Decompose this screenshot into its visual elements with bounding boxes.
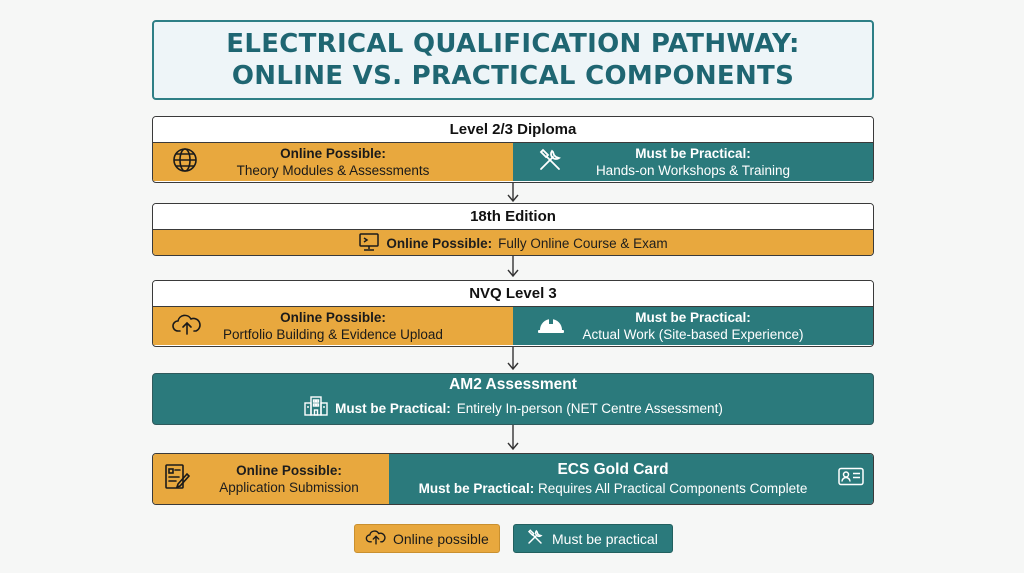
legend-online-label: Online possible (393, 530, 489, 547)
practical-panel: Must be Practical: Entirely In-person (N… (303, 395, 723, 423)
globe-icon (171, 146, 199, 178)
online-label: Online Possible: (280, 310, 386, 325)
online-panel: Online Possible: Fully Online Course & E… (153, 230, 873, 255)
practical-panel: Must be Practical: Actual Work (Site-bas… (513, 307, 873, 345)
title-line-1: ELECTRICAL QUALIFICATION PATHWAY: (226, 29, 800, 59)
cloud-upload-icon (171, 311, 203, 341)
practical-text: Actual Work (Site-based Experience) (582, 327, 804, 342)
practical-label: Must be Practical: (418, 481, 535, 496)
online-label: Online Possible: (386, 235, 493, 251)
practical-label: Must be Practical: (635, 146, 751, 161)
practical-text: Entirely In-person (NET Centre Assessmen… (456, 401, 723, 416)
practical-text: Requires All Practical Components Comple… (537, 481, 808, 496)
legend-practical-label: Must be practical (552, 530, 658, 547)
online-panel: Online Possible: Application Submission (153, 454, 389, 504)
legend-practical: Must be practical (513, 524, 673, 553)
online-text: Portfolio Building & Evidence Upload (223, 327, 443, 342)
tools-icon (524, 527, 546, 550)
tools-icon (535, 145, 565, 179)
stage-18th-edition: 18th Edition Online Possible: Fully Onli… (152, 203, 874, 256)
stage-am2: AM2 Assessment Must be Practical: Entire… (152, 373, 874, 425)
stage-title: 18th Edition (153, 204, 873, 230)
title-line-2: ONLINE VS. PRACTICAL COMPONENTS (231, 61, 795, 91)
down-arrow (507, 256, 519, 278)
online-panel: Online Possible: Portfolio Building & Ev… (153, 307, 513, 345)
down-arrow (507, 183, 519, 203)
stage-title: NVQ Level 3 (153, 281, 873, 307)
online-text: Theory Modules & Assessments (236, 163, 430, 178)
id-card-icon (837, 466, 865, 493)
practical-panel: ECS Gold Card Must be Practical: Require… (389, 454, 873, 504)
practical-text: Hands-on Workshops & Training (595, 163, 791, 178)
online-text: Fully Online Course & Exam (498, 235, 668, 251)
online-label: Online Possible: (236, 463, 342, 478)
practical-line: Must be Practical: Requires All Practica… (419, 480, 808, 498)
online-panel: Online Possible: Theory Modules & Assess… (153, 143, 513, 181)
legend-online: Online possible (354, 524, 500, 553)
building-icon (303, 395, 329, 423)
stage-diploma: Level 2/3 Diploma Online Possible: Theor… (152, 116, 874, 183)
stage-title: ECS Gold Card (557, 461, 669, 478)
online-text: Application Submission (219, 480, 359, 495)
form-icon (163, 462, 191, 496)
computer-icon (358, 232, 380, 255)
hard-hat-icon (535, 311, 567, 341)
cloud-upload-icon (365, 528, 387, 549)
down-arrow (507, 425, 519, 451)
stage-nvq: NVQ Level 3 Online Possible: Portfolio B… (152, 280, 874, 347)
title-box: ELECTRICAL QUALIFICATION PATHWAY: ONLINE… (152, 20, 874, 100)
practical-panel: Must be Practical: Hands-on Workshops & … (513, 143, 873, 181)
practical-label: Must be Practical: (635, 310, 751, 325)
stage-ecs: Online Possible: Application Submission … (152, 453, 874, 505)
stage-title: Level 2/3 Diploma (153, 117, 873, 143)
stage-title: AM2 Assessment (449, 376, 577, 393)
online-label: Online Possible: (280, 146, 386, 161)
down-arrow (507, 347, 519, 371)
practical-label: Must be Practical: (335, 401, 451, 416)
